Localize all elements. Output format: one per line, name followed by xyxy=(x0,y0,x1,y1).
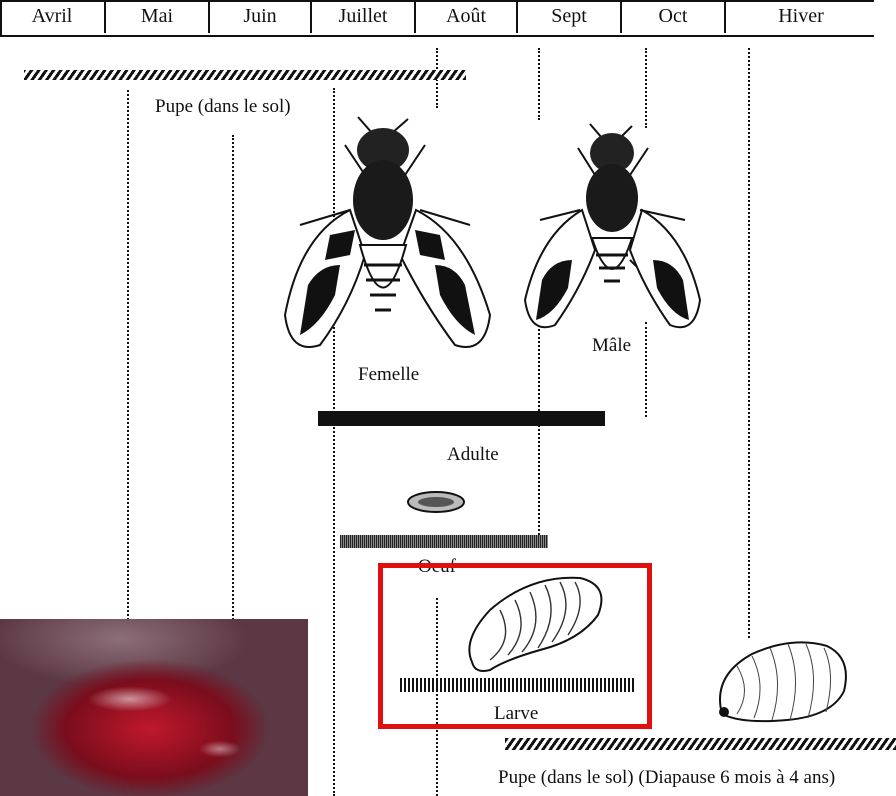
month-guide-line xyxy=(127,90,129,620)
month-header: Avril Mai Juin Juillet Août Sept Oct Hiv… xyxy=(0,0,874,37)
larva-photo xyxy=(0,619,308,796)
male-label: Mâle xyxy=(592,335,631,357)
month-oct: Oct xyxy=(622,0,724,33)
male-fly-illustration xyxy=(520,120,710,340)
female-label: Femelle xyxy=(358,364,419,386)
month-avril: Avril xyxy=(0,0,104,33)
month-guide-line xyxy=(538,48,540,120)
adult-label: Adulte xyxy=(447,444,499,466)
pupa-period-bar-top xyxy=(24,70,466,80)
month-aout: Août xyxy=(416,0,516,33)
month-hiver: Hiver xyxy=(726,0,876,33)
month-juillet: Juillet xyxy=(312,0,414,33)
larva-highlight-box xyxy=(378,563,652,729)
adult-period-bar xyxy=(318,411,605,426)
pupa-label-bottom: Pupe (dans le sol) (Diapause 6 mois à 4 … xyxy=(498,767,835,789)
month-guide-line xyxy=(538,325,540,535)
month-guide-line xyxy=(232,135,234,620)
month-sept: Sept xyxy=(518,0,620,33)
egg-period-bar xyxy=(340,535,548,548)
pupa-period-bar-bottom xyxy=(505,738,896,750)
pupa-illustration xyxy=(712,636,852,726)
month-guide-line xyxy=(645,48,647,128)
month-guide-line xyxy=(748,48,750,638)
pupa-label-top: Pupe (dans le sol) xyxy=(155,96,291,118)
female-fly-illustration xyxy=(280,115,500,360)
egg-illustration xyxy=(405,488,467,516)
month-juin: Juin xyxy=(210,0,310,33)
month-mai: Mai xyxy=(106,0,208,33)
